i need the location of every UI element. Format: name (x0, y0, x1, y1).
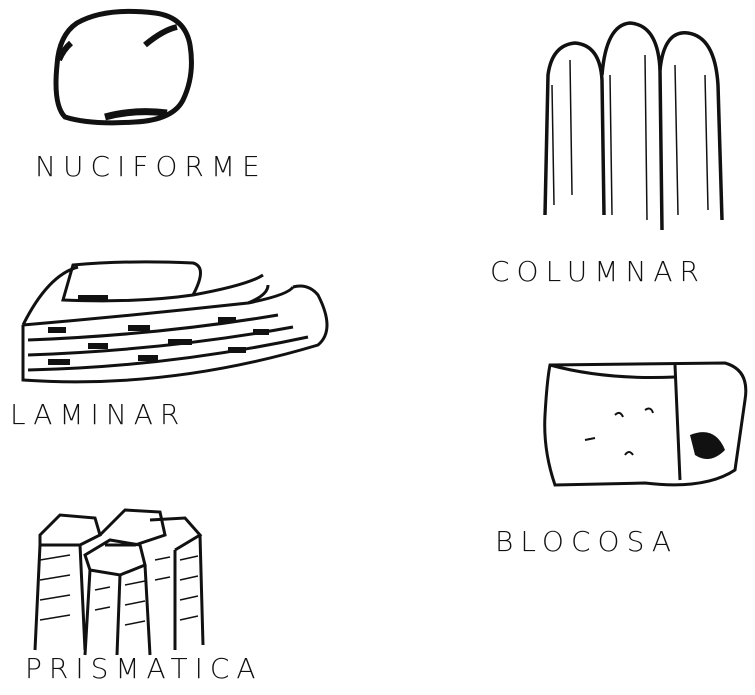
columnar-label: COLUMNAR (490, 255, 706, 288)
columnar-sketch (530, 15, 735, 240)
blocosa-label: BLOCOSA (495, 525, 678, 558)
prismatica-sketch (25, 500, 215, 660)
laminar-sketch (18, 255, 338, 395)
blocosa-sketch (525, 355, 755, 500)
nuciforme-label: NUCIFORME (35, 150, 267, 183)
prismatica-label: PRISMATICA (25, 652, 263, 685)
nuciforme-sketch (45, 5, 205, 135)
laminar-label: LAMINAR (10, 398, 186, 431)
